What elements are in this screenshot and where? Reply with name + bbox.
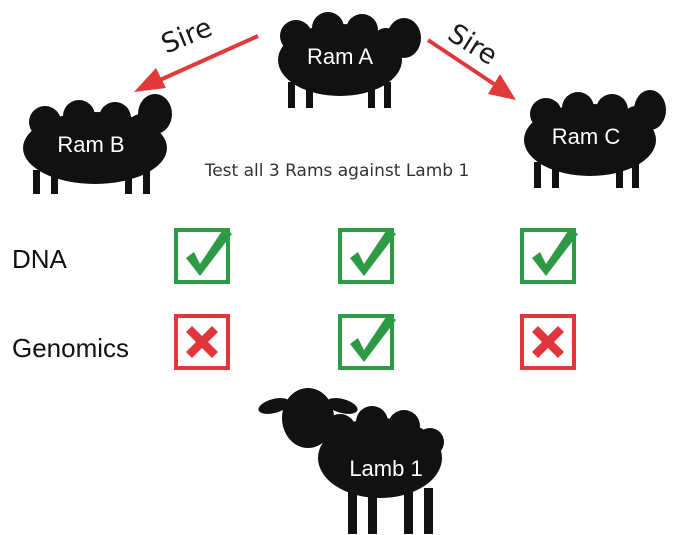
ram-b-silhouette: Ram B bbox=[23, 94, 172, 194]
check-icon-dna-ram-c bbox=[520, 228, 578, 284]
sire-label-left: Sire bbox=[157, 12, 217, 60]
dna-row-label: DNA bbox=[12, 244, 68, 274]
check-icon-genomics-ram-b bbox=[338, 314, 396, 370]
cross-icon-genomics-ram-c bbox=[520, 314, 576, 370]
genomics-row-label: Genomics bbox=[12, 333, 129, 363]
check-icon-dna-ram-b bbox=[338, 228, 396, 284]
ram-b-label: Ram B bbox=[57, 132, 124, 157]
lamb-1-silhouette: Lamb 1 bbox=[258, 388, 444, 534]
ram-c-silhouette: Ram C bbox=[524, 90, 666, 188]
check-icon-dna-ram-a bbox=[174, 228, 232, 284]
cross-icon-genomics-ram-a bbox=[174, 314, 230, 370]
caption: Test all 3 Rams against Lamb 1 bbox=[204, 161, 470, 181]
sire-label-right: Sire bbox=[442, 18, 502, 72]
ram-a-label: Ram A bbox=[307, 44, 373, 69]
sire-arrow-right: Sire bbox=[426, 18, 516, 100]
ram-a-silhouette: Ram A bbox=[278, 12, 421, 108]
ram-c-label: Ram C bbox=[552, 124, 621, 149]
lamb-1-label: Lamb 1 bbox=[349, 456, 422, 481]
results-grid bbox=[174, 228, 578, 370]
sire-arrow-left: Sire bbox=[134, 12, 259, 92]
